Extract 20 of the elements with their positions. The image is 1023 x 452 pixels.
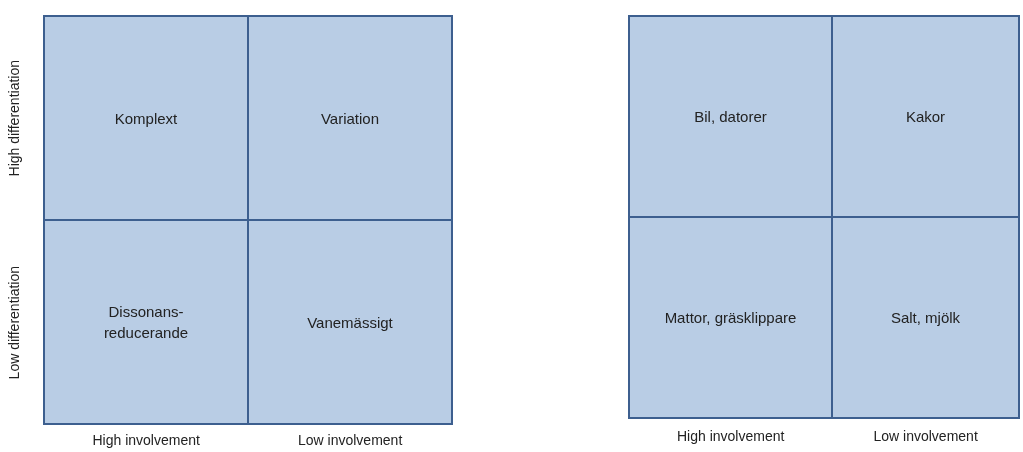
quadrant-cell	[831, 216, 1020, 419]
quadrant-cell	[628, 15, 833, 218]
quadrant-label: Salt, mjölk	[890, 308, 961, 328]
quadrant-cell	[247, 15, 453, 221]
quadrant-cell	[628, 216, 833, 419]
axis-label: Low involvement	[298, 432, 403, 448]
quadrant-label: Kakor	[905, 107, 946, 127]
axis-label: Low involvement	[873, 428, 978, 444]
quadrant-label: Mattor, gräsklippare	[664, 308, 797, 328]
quadrant-cell	[247, 219, 453, 425]
quadrant-cell	[43, 219, 249, 425]
quadrant-cell	[831, 15, 1020, 218]
axis-label: High differentiation	[6, 60, 22, 177]
quadrant-label: Variation	[320, 108, 380, 129]
quadrant-label: Komplext	[114, 108, 178, 129]
quadrant-cell	[43, 15, 249, 221]
quadrant-label: Dissonans-reducerande	[102, 302, 190, 343]
quadrant-label: Bil, datorer	[694, 107, 767, 127]
quadrant-label: Vanemässigt	[307, 312, 393, 333]
axis-label: Low differentiation	[6, 265, 22, 379]
